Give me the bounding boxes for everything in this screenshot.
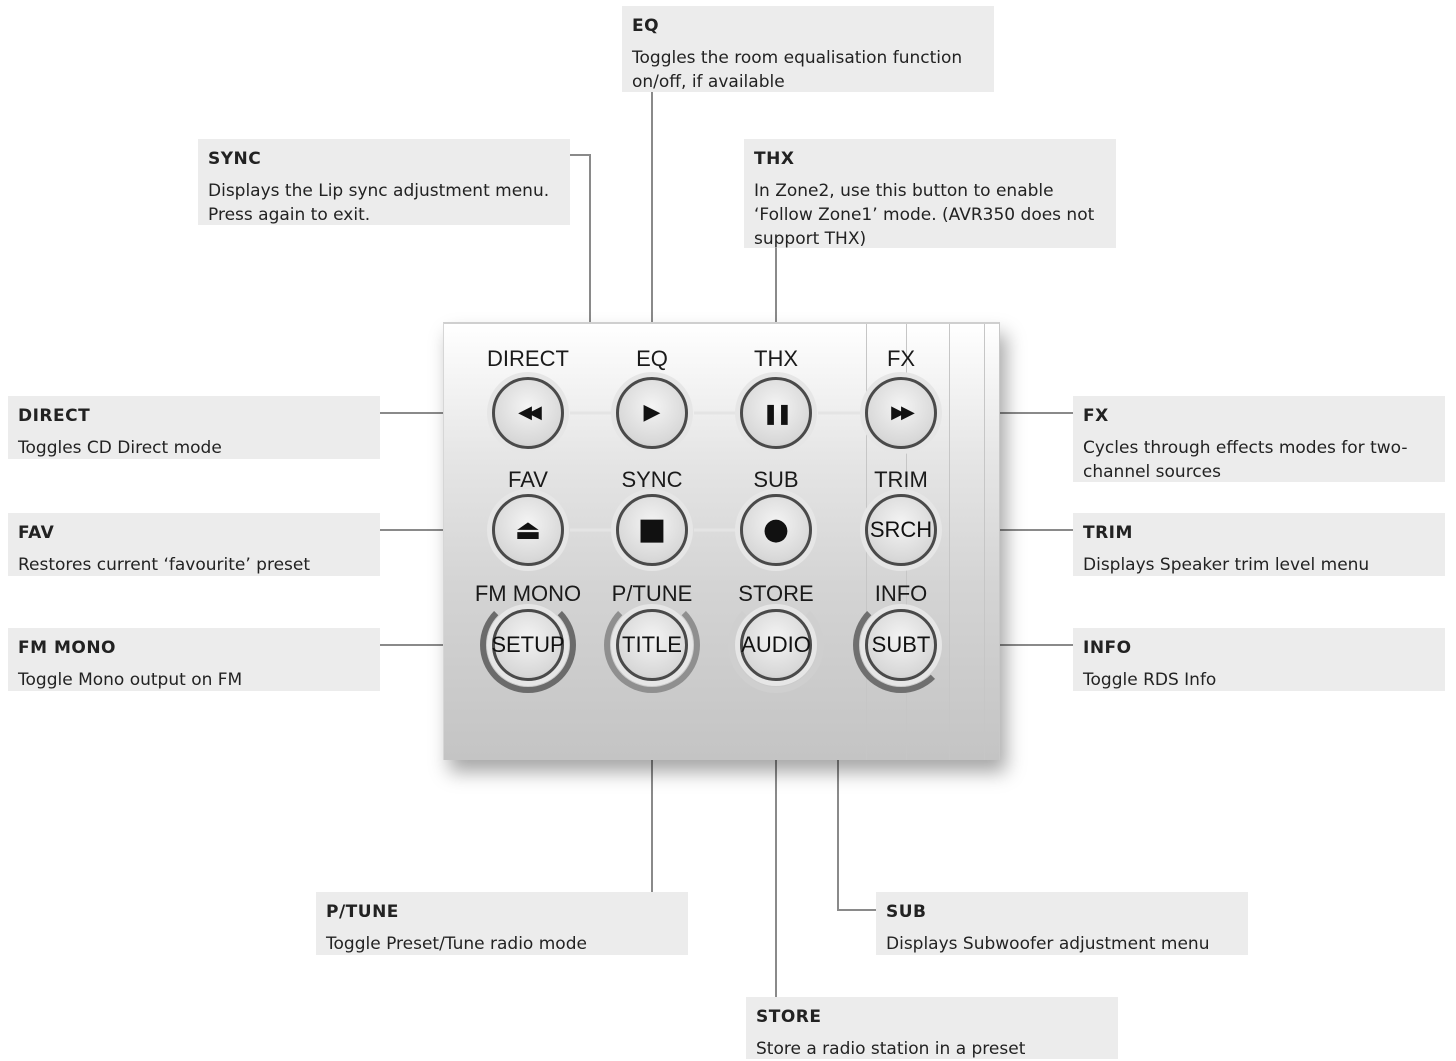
setup-ring	[480, 597, 576, 693]
callout-sub-title: SUB	[886, 902, 927, 922]
callout-info: INFO Toggle RDS Info	[1073, 628, 1445, 691]
callout-fmmono-title: FM MONO	[18, 638, 116, 658]
pause-button[interactable]: ❚❚	[740, 377, 812, 449]
callout-trim-title: TRIM	[1083, 523, 1133, 543]
setup-button[interactable]: SETUP	[491, 609, 565, 681]
callout-store-title: STORE	[756, 1007, 822, 1027]
callout-direct: DIRECT Toggles CD Direct mode	[8, 396, 380, 459]
rewind-icon: ◀◀	[518, 402, 542, 423]
callout-ptune-desc: Toggle Preset/Tune radio mode	[326, 934, 587, 954]
fast-forward-button[interactable]: ▶▶	[865, 377, 937, 449]
callout-sub-desc: Displays Subwoofer adjustment menu	[886, 934, 1210, 954]
eject-icon: ⏏	[514, 513, 542, 546]
subt-button[interactable]: SUBT	[865, 609, 937, 681]
callout-fmmono-desc: Toggle Mono output on FM	[18, 670, 243, 690]
subt-ring	[853, 597, 949, 693]
title-ring	[604, 597, 700, 693]
eject-button[interactable]: ⏏	[492, 494, 564, 566]
callout-fav-desc: Restores current ‘favourite’ preset	[18, 555, 311, 575]
stop-button[interactable]: ■	[616, 494, 688, 566]
callout-fmmono: FM MONO Toggle Mono output on FM	[8, 628, 380, 691]
audio-button-label: AUDIO	[741, 632, 811, 657]
callout-sync-desc: Displays the Lip sync adjustment menu. P…	[208, 181, 550, 225]
callout-info-title: INFO	[1083, 638, 1132, 658]
callout-fx-desc: Cycles through effects modes for two-cha…	[1083, 438, 1408, 482]
play-icon: ▶	[643, 400, 661, 425]
label-sync: SYNC	[621, 467, 683, 492]
callout-fav-title: FAV	[18, 523, 55, 543]
srch-button[interactable]: SRCH	[865, 494, 937, 566]
label-sub: SUB	[753, 467, 799, 492]
callout-ptune-title: P/TUNE	[326, 902, 399, 922]
callout-fav: FAV Restores current ‘favourite’ preset	[8, 513, 380, 576]
label-fav: FAV	[508, 467, 548, 492]
rewind-button[interactable]: ◀◀	[492, 377, 564, 449]
callout-ptune: P/TUNE Toggle Preset/Tune radio mode	[316, 892, 688, 955]
callout-fx-title: FX	[1083, 406, 1109, 426]
srch-button-label: SRCH	[869, 517, 933, 542]
panel-divider	[949, 324, 950, 760]
setup-button-label: SETUP	[491, 632, 565, 657]
callout-trim-desc: Displays Speaker trim level menu	[1083, 555, 1370, 575]
callout-info-desc: Toggle RDS Info	[1083, 670, 1217, 690]
audio-ring	[728, 597, 824, 693]
callout-sub: SUB Displays Subwoofer adjustment menu	[876, 892, 1248, 955]
callout-thx-desc: In Zone2, use this button to enable ‘Fol…	[754, 181, 1095, 249]
stop-icon: ■	[637, 512, 667, 547]
callout-eq-desc: Toggles the room equalisation function o…	[632, 48, 963, 92]
panel-divider	[984, 324, 985, 760]
callout-fx: FX Cycles through effects modes for two-…	[1073, 396, 1445, 482]
label-trim: TRIM	[874, 467, 928, 492]
title-button-label: TITLE	[622, 632, 682, 657]
title-button[interactable]: TITLE	[616, 609, 688, 681]
callout-store: STORE Store a radio station in a preset	[746, 997, 1118, 1059]
label-thx: THX	[754, 346, 798, 371]
callout-thx-title: THX	[754, 149, 795, 169]
play-button[interactable]: ▶	[616, 377, 688, 449]
record-icon: ●	[762, 512, 790, 547]
callout-sync: SYNC Displays the Lip sync adjustment me…	[198, 139, 570, 225]
label-fx: FX	[886, 346, 916, 371]
callout-thx: THX In Zone2, use this button to enable …	[744, 139, 1116, 249]
record-button[interactable]: ●	[740, 494, 812, 566]
label-eq: EQ	[636, 346, 668, 371]
callout-trim: TRIM Displays Speaker trim level menu	[1073, 513, 1445, 576]
fast-forward-icon: ▶▶	[891, 402, 915, 423]
callout-eq: EQ Toggles the room equalisation functio…	[622, 6, 994, 92]
callout-eq-title: EQ	[632, 16, 660, 36]
callout-store-desc: Store a radio station in a preset	[756, 1039, 1026, 1059]
pause-icon: ❚❚	[762, 401, 792, 425]
callout-direct-desc: Toggles CD Direct mode	[18, 438, 222, 458]
label-direct: DIRECT	[487, 346, 569, 371]
audio-button[interactable]: AUDIO	[740, 609, 812, 681]
subt-button-label: SUBT	[871, 632, 931, 657]
callout-sync-title: SYNC	[208, 149, 262, 169]
callout-direct-title: DIRECT	[18, 406, 91, 426]
